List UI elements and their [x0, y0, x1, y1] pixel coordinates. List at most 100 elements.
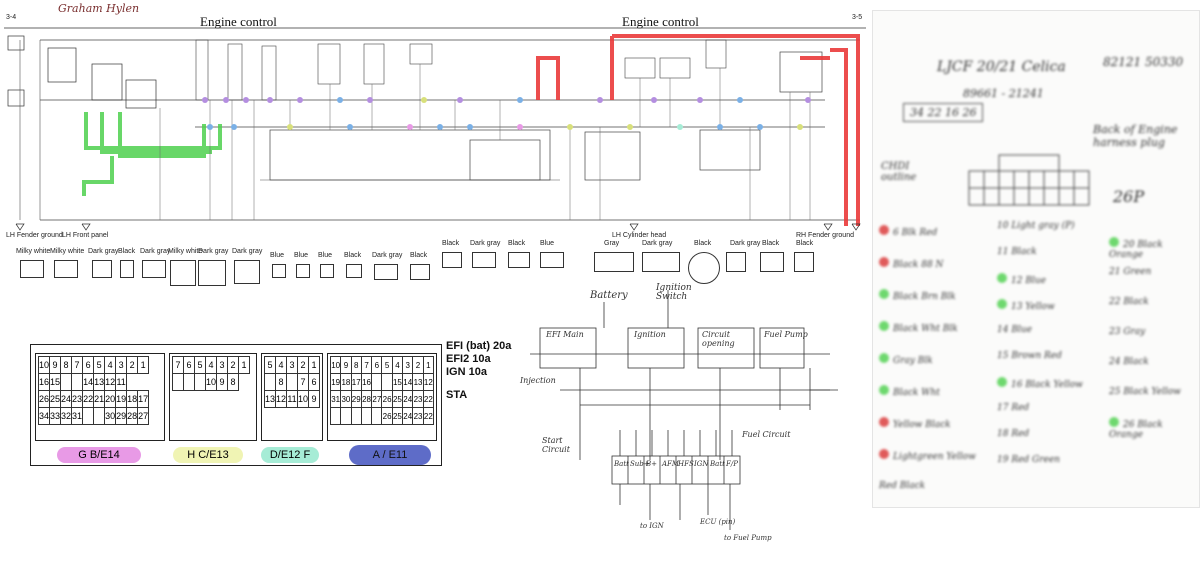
- pin-cell: 2: [412, 356, 424, 374]
- note-column-1: 6 Blk Red Black 88 N Black Brn Blk Black…: [879, 225, 989, 513]
- connector-face-19: [594, 252, 634, 272]
- pin-cell: 11: [115, 373, 128, 391]
- sketch-out-pump: to Fuel Pump: [724, 534, 772, 542]
- pin-cell: 30: [340, 390, 352, 408]
- pin-cell: 17: [350, 373, 362, 391]
- note-row: Black Brn Blk: [879, 289, 989, 321]
- connector-face-22: [726, 252, 746, 272]
- note-row: 17 Red: [997, 403, 1030, 413]
- connector-face-1: [20, 260, 44, 278]
- connector-color-14: Black: [410, 252, 428, 259]
- note-sub: 89661 - 21241: [963, 87, 1044, 100]
- pin-cell: 1: [238, 356, 251, 374]
- pin-cell: [381, 373, 393, 391]
- pin-cell: 18: [340, 373, 352, 391]
- connector-color-20: Dark gray: [642, 240, 673, 247]
- note-row: 26 Black Orange: [1109, 417, 1197, 447]
- connector-face-3: [92, 260, 112, 278]
- pin-cell: 1: [137, 356, 150, 374]
- ground-label-1: LH Fender ground: [6, 232, 63, 239]
- pin-cell: 27: [137, 407, 150, 425]
- pin-cell: 4: [275, 356, 288, 374]
- connector-face-9: [272, 264, 286, 278]
- pin-cell: [93, 407, 106, 425]
- pin-cell: 9: [308, 390, 320, 408]
- pin-cell: [263, 373, 277, 391]
- block-tag-d: D/E12 F: [261, 447, 319, 463]
- sketch-side-injection: Injection: [520, 376, 556, 385]
- note-row: 13 Yellow: [997, 299, 1107, 325]
- pin-cell: [82, 407, 95, 425]
- connector-face-15: [442, 252, 462, 268]
- connector-color-5: Dark gray: [140, 248, 171, 255]
- note-right: Back of Engine harness plug: [1093, 123, 1178, 149]
- pin-cell: 3: [216, 356, 229, 374]
- pin-cell: 8: [275, 373, 288, 391]
- note-title: LJCF 20/21 Celica: [937, 59, 1066, 75]
- sketch-label-circuit-opening: Circuit opening: [702, 330, 735, 348]
- pin-cell: 6: [183, 356, 195, 374]
- pin-cell: 25: [391, 407, 404, 425]
- pin-cell: 13: [263, 390, 277, 408]
- connector-strip: Milky white Milky white Dark gray Black …: [14, 240, 874, 324]
- note-row: 11 Black: [997, 247, 1037, 257]
- note-column-3: 20 Black Orange 21 Green 22 Black 23 Gra…: [1109, 237, 1197, 447]
- connector-color-16: Dark gray: [470, 240, 501, 247]
- connector-face-12: [346, 264, 362, 278]
- notebook-content: LJCF 20/21 Celica 82121 50330 89661 - 21…: [873, 11, 1199, 507]
- connector-face-8: [234, 260, 260, 284]
- note-row: Red Black: [879, 481, 926, 491]
- note-part-number: 82121 50330: [1103, 55, 1184, 69]
- notebook-page: LJCF 20/21 Celica 82121 50330 89661 - 21…: [872, 10, 1200, 508]
- connector-color-3: Dark gray: [88, 248, 119, 255]
- sta-label: STA: [446, 389, 468, 401]
- pin-cell: [340, 407, 352, 425]
- connector-face-16: [472, 252, 496, 268]
- sketch-out-ecu: ECU (pin): [700, 518, 736, 526]
- pin-cell: 8: [350, 356, 362, 374]
- pin-cell: 10: [329, 356, 342, 374]
- note-row: 21 Green: [1109, 267, 1152, 277]
- pin-cell: 25: [391, 390, 404, 408]
- pin-cell: [329, 407, 342, 425]
- fuse-ign: IGN 10a: [446, 366, 487, 378]
- note-left: CHDI outline: [881, 161, 917, 183]
- pin-cell: 3: [286, 356, 299, 374]
- pin-cell: 1: [308, 356, 320, 374]
- pin-cell: 15: [49, 373, 62, 391]
- pin-cell: 6: [82, 356, 95, 374]
- pin-cell: 9: [49, 356, 62, 374]
- pin-cell: 22: [422, 390, 435, 408]
- connector-color-9: Blue: [270, 252, 285, 259]
- pin-cell: [371, 373, 383, 391]
- hand-sketch: Battery Ignition Switch EFI Main Ignitio…: [520, 284, 860, 560]
- sketch-label-efi-main: EFI Main: [546, 330, 584, 339]
- pin-cell: 22: [422, 407, 435, 425]
- sketch-out-ign: to IGN: [640, 522, 664, 530]
- pin-cell: 34: [37, 407, 51, 425]
- connector-color-22: Dark gray: [730, 240, 761, 247]
- connector-color-12: Black: [344, 252, 362, 259]
- connector-color-21: Black: [694, 240, 712, 247]
- fuse-efi2: EFI2 10a: [446, 353, 491, 365]
- connector-color-19: Gray: [604, 240, 620, 247]
- pin-cell: 14: [402, 373, 414, 391]
- pin-cell: 18: [126, 390, 139, 408]
- pin-cell: 6: [308, 373, 320, 391]
- pin-cell: 12: [275, 390, 288, 408]
- page-number-right: 3-5: [852, 14, 863, 21]
- note-row: 6 Blk Red: [879, 225, 989, 257]
- note-row: 19 Red Green: [997, 455, 1060, 465]
- pin-cell: 29: [115, 407, 128, 425]
- ground-label-4: RH Fender ground: [796, 232, 854, 239]
- connector-face-13: [374, 264, 398, 280]
- connector-color-11: Blue: [318, 252, 333, 259]
- pin-cell: 12: [104, 373, 117, 391]
- pin-cell: 23: [71, 390, 84, 408]
- pin-cell: 19: [115, 390, 128, 408]
- connector-color-17: Black: [508, 240, 526, 247]
